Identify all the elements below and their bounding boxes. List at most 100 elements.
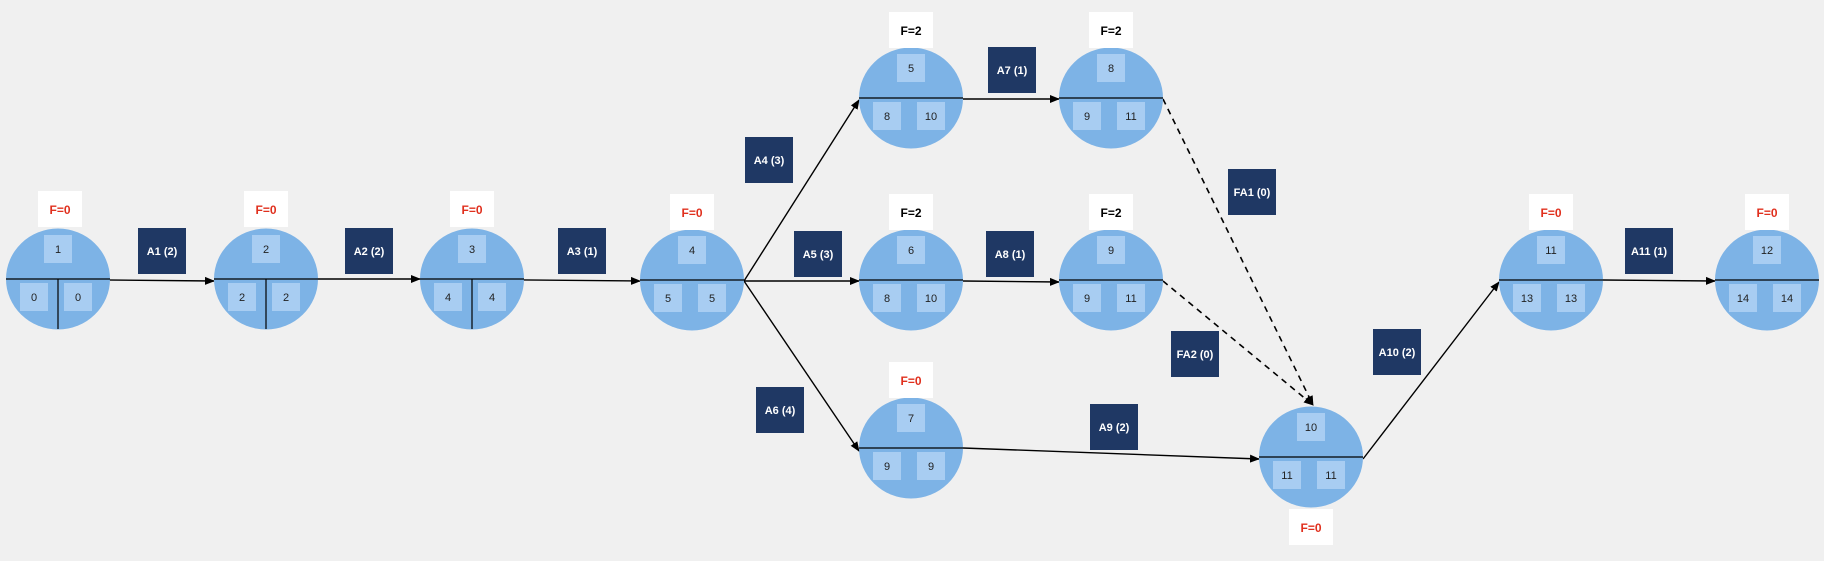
latest-time-sticky: [478, 283, 506, 311]
activity-label-a10: A10 (2): [1379, 347, 1416, 359]
activity-label-a11: A11 (1): [1631, 246, 1667, 258]
edge-a8: [962, 277, 1060, 286]
latest-time: 0: [75, 292, 81, 304]
activity-label-box: [1171, 331, 1219, 377]
event-number-sticky: [1097, 54, 1125, 82]
latest-time-sticky: [1557, 284, 1585, 312]
earliest-time: 14: [1737, 293, 1749, 305]
latest-time: 4: [489, 292, 495, 304]
activity-label-box: [345, 228, 393, 274]
activity-label-a4: A4 (3): [754, 155, 785, 167]
float-label-box: [244, 191, 288, 227]
earliest-time-sticky: [1073, 102, 1101, 130]
activity-label-a7: A7 (1): [997, 65, 1028, 77]
activity-label-box: [1625, 228, 1673, 274]
float-label: F=0: [1300, 521, 1321, 535]
latest-time-sticky: [917, 452, 945, 480]
latest-time-sticky: [272, 283, 300, 311]
activity-label-a3: A3 (1): [567, 246, 598, 258]
activity-label-fa1: FA1 (0): [1234, 187, 1271, 199]
event-number: 9: [1108, 245, 1114, 257]
latest-time: 11: [1325, 470, 1336, 482]
latest-time-sticky: [917, 102, 945, 130]
float-label: F=0: [900, 374, 921, 388]
activity-label-box: [1228, 169, 1276, 215]
activity-label-box: [756, 387, 804, 433]
event-number: 6: [908, 245, 914, 257]
float-label-box: [38, 191, 82, 227]
earliest-time-sticky: [1729, 284, 1757, 312]
edge-a11: [1602, 276, 1716, 285]
edge-a9: [962, 447, 1260, 463]
activity-label-box: [745, 137, 793, 183]
float-label: F=2: [900, 24, 921, 38]
earliest-time-sticky: [228, 283, 256, 311]
latest-time: 11: [1125, 293, 1136, 305]
event-number: 5: [908, 63, 914, 75]
float-label: F=2: [1100, 206, 1121, 220]
event-number: 10: [1305, 422, 1317, 434]
event-number: 12: [1761, 245, 1773, 257]
node-11: 11 13 13: [1499, 229, 1603, 331]
edge-fa1: [1162, 98, 1314, 406]
float-label: F=0: [461, 203, 482, 217]
float-label-box: [1529, 194, 1573, 230]
latest-time: 2: [283, 292, 289, 304]
earliest-time-sticky: [873, 102, 901, 130]
activity-label-box: [988, 47, 1036, 93]
event-number: 11: [1545, 245, 1556, 257]
earliest-time-sticky: [873, 452, 901, 480]
earliest-time-sticky: [434, 283, 462, 311]
earliest-time: 8: [884, 293, 890, 305]
earliest-time: 11: [1281, 470, 1292, 482]
edge-a6: [743, 280, 860, 452]
float-label-box: [1089, 194, 1133, 230]
latest-time-sticky: [698, 284, 726, 312]
event-number-sticky: [678, 236, 706, 264]
earliest-time: 13: [1521, 293, 1533, 305]
latest-time-sticky: [64, 283, 92, 311]
latest-time: 14: [1781, 293, 1793, 305]
activity-label-a1: A1 (2): [147, 246, 178, 258]
event-number: 8: [1108, 63, 1114, 75]
earliest-time: 5: [665, 293, 671, 305]
float-label-box: [889, 12, 933, 48]
float-label: F=2: [900, 206, 921, 220]
earliest-time-sticky: [1513, 284, 1541, 312]
float-label: F=2: [1100, 24, 1121, 38]
latest-time: 10: [925, 111, 937, 123]
earliest-time-sticky: [20, 283, 48, 311]
event-number-sticky: [1297, 413, 1325, 441]
activity-label-box: [1090, 404, 1138, 450]
latest-time: 13: [1565, 293, 1577, 305]
activity-label-a9: A9 (2): [1099, 422, 1130, 434]
float-label-box: [1289, 509, 1333, 545]
earliest-time-sticky: [1273, 461, 1301, 489]
event-number-sticky: [897, 404, 925, 432]
event-number-sticky: [44, 235, 72, 263]
latest-time-sticky: [1117, 284, 1145, 312]
edge-a10: [1362, 281, 1500, 460]
earliest-time-sticky: [1073, 284, 1101, 312]
latest-time: 9: [928, 461, 934, 473]
float-label: F=0: [681, 206, 702, 220]
activity-label-box: [794, 231, 842, 277]
float-label-box: [889, 362, 933, 398]
activity-label-fa2: FA2 (0): [1177, 349, 1214, 361]
event-number: 1: [55, 244, 61, 256]
earliest-time: 8: [884, 111, 890, 123]
earliest-time: 0: [31, 292, 37, 304]
earliest-time: 9: [1084, 111, 1090, 123]
node-5: 5 8 10: [859, 47, 963, 149]
event-number-sticky: [897, 236, 925, 264]
event-number-sticky: [1753, 236, 1781, 264]
earliest-time: 2: [239, 292, 245, 304]
